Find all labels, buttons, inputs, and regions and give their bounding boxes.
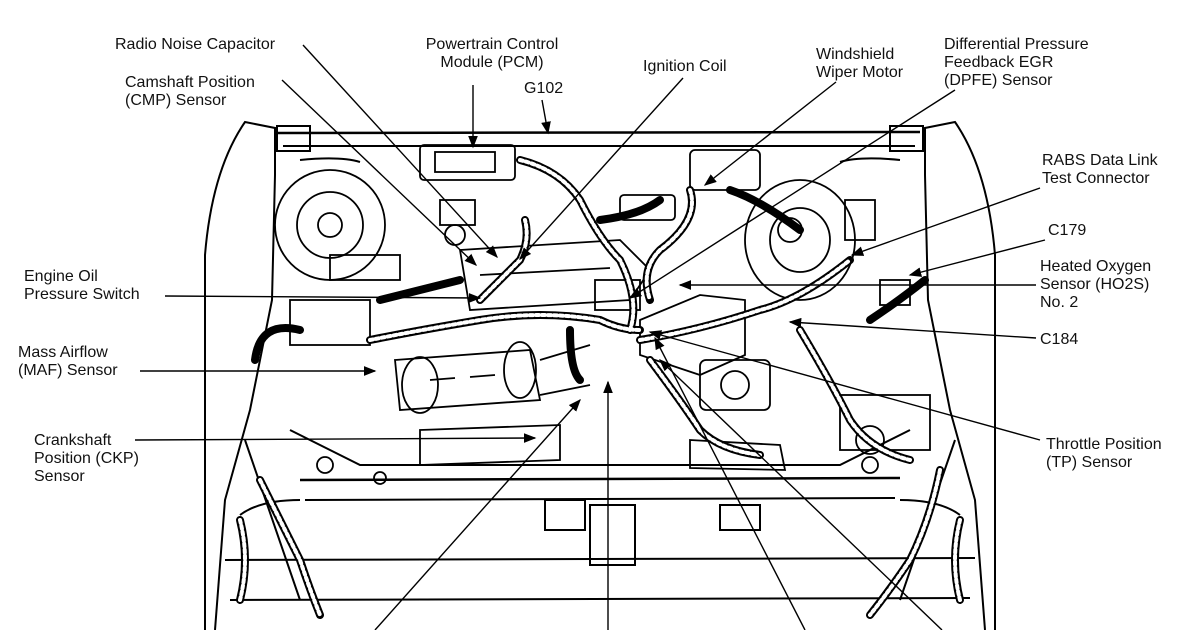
label-cmp-sensor: Camshaft Position (CMP) Sensor <box>125 74 255 109</box>
label-maf-sensor: Mass Airflow (MAF) Sensor <box>18 344 118 379</box>
label-engine-oil-pressure-switch: Engine Oil Pressure Switch <box>24 268 140 303</box>
label-radio-noise-capacitor: Radio Noise Capacitor <box>115 36 276 53</box>
label-g102: G102 <box>524 80 564 97</box>
label-rabs-connector: RABS Data Link Test Connector <box>1042 152 1158 187</box>
label-dpfe-sensor: Differential Pressure Feedback EGR (DPFE… <box>944 36 1089 89</box>
label-c179: C179 <box>1048 222 1087 239</box>
label-pcm: Powertrain Control Module (PCM) <box>425 36 559 71</box>
label-ignition-coil: Ignition Coil <box>643 58 727 75</box>
label-c184: C184 <box>1040 331 1079 348</box>
label-ho2s-sensor: Heated Oxygen Sensor (HO2S) No. 2 <box>1040 258 1152 311</box>
label-tp-sensor: Throttle Position (TP) Sensor <box>1046 436 1162 471</box>
body-outline <box>204 120 996 630</box>
label-windshield-wiper-motor: Windshield Wiper Motor <box>816 46 904 81</box>
engine-components <box>274 144 931 485</box>
label-ckp-sensor: Crankshaft Position (CKP) Sensor <box>34 432 139 485</box>
leader-lines <box>134 44 1046 630</box>
